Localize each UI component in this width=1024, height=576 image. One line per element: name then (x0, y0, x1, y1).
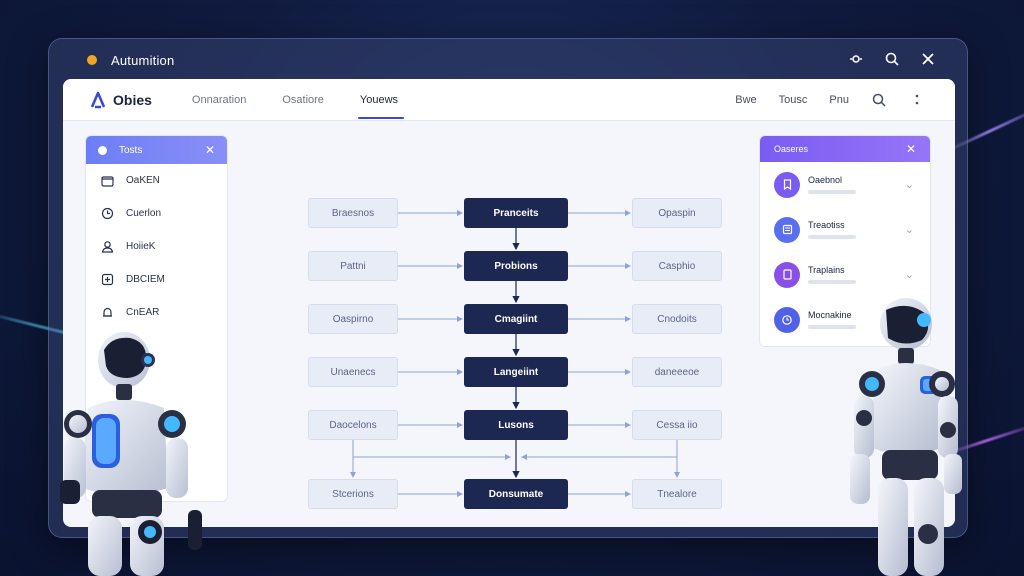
flow-node-output[interactable]: Opaspin (632, 198, 722, 228)
status-dot (87, 55, 97, 65)
close-icon[interactable]: ✕ (204, 143, 215, 157)
chevron-down-icon[interactable]: ⌄ (904, 224, 914, 236)
tab-osatiore[interactable]: Osatiore (282, 93, 324, 106)
flow-node-output[interactable]: Cnodoits (632, 304, 722, 334)
tab-youews[interactable]: Youews (357, 79, 405, 121)
panel-header: Oaseres ✕ (760, 136, 930, 162)
flow-node-process[interactable]: Langeiint (464, 357, 568, 387)
settings-icon[interactable] (847, 50, 865, 68)
window-controls (847, 50, 937, 68)
panel-title: Oaseres (774, 144, 809, 154)
sidebar-item-label: HoiieK (126, 241, 156, 252)
robot-illustration-right (850, 298, 962, 576)
close-icon[interactable] (919, 50, 937, 68)
sidebar-item-label: OaKEN (126, 175, 160, 186)
flow-node-input[interactable]: Oaspirno (308, 304, 398, 334)
clock-icon (774, 306, 800, 333)
sidebar-item-cuerlon[interactable]: Cuerlon (86, 197, 227, 230)
folder-icon (100, 174, 114, 188)
flow-node-process[interactable]: Lusons (464, 410, 568, 440)
sidebar-dot-icon (98, 145, 107, 155)
sidebar-item-dbciem[interactable]: DBCIEM (86, 263, 227, 296)
chevron-down-icon[interactable]: ⌄ (904, 269, 914, 281)
flow-node-input[interactable]: Pattni (308, 251, 398, 281)
sidebar-item-label: Cuerlon (126, 208, 162, 219)
panel-item-oaebnol[interactable]: Oaebnol ⌄ (760, 162, 930, 207)
sidebar-item-cnear[interactable]: CnEAR (86, 296, 227, 329)
panel-item-subtitle-placeholder (808, 325, 856, 329)
layers-icon (100, 273, 114, 287)
bell-icon (100, 306, 114, 320)
list-icon (774, 216, 800, 243)
panel-item-treaotiss[interactable]: Treaotiss ⌄ (760, 207, 930, 252)
flow-node-output[interactable]: Cessa iio (632, 410, 722, 440)
sidebar-item-oaken[interactable]: OaKEN (86, 164, 227, 197)
connector-merge-right (521, 440, 678, 460)
panel-item-title: Oaebnol (808, 175, 843, 185)
bookmark-icon (774, 171, 800, 198)
panel-item-subtitle-placeholder (808, 235, 856, 239)
flow-node-output[interactable]: Casphio (632, 251, 722, 281)
flow-node-output[interactable]: daneeeoe (632, 357, 722, 387)
panel-item-mocnakine[interactable]: Mocnakine (760, 297, 930, 342)
flow-node-input[interactable]: Unaenecs (308, 357, 398, 387)
tab-onnaration[interactable]: Onnaration (191, 93, 247, 106)
sidebar-item-label: DBCIEM (126, 274, 165, 285)
sidebar-item-label: CnEAR (126, 307, 160, 318)
search-icon[interactable] (871, 92, 887, 108)
clock-icon (100, 207, 114, 221)
flow-node-input[interactable]: Braesnos (308, 198, 398, 228)
panel-item-title: Traplains (808, 265, 845, 275)
connector-merge-left (352, 440, 511, 460)
navbar-right: Bwe Tousc Pnu (735, 79, 925, 121)
flow-node-process[interactable]: Cmagiint (464, 304, 568, 334)
panel-item-title: Mocnakine (808, 310, 852, 320)
chevron-down-icon[interactable]: ⌄ (904, 179, 914, 191)
flow-diagram-connectors (350, 210, 680, 497)
flow-node-process[interactable]: Pranceits (464, 198, 568, 228)
flow-node-process[interactable]: Probions (464, 251, 568, 281)
flow-node-process[interactable]: Donsumate (464, 479, 568, 509)
user-icon (100, 240, 114, 254)
sidebar-header: Tosts ✕ (86, 136, 227, 164)
brand-name: Obies (113, 91, 152, 108)
nav-link-bwe[interactable]: Bwe (735, 94, 757, 106)
flow-node-input[interactable]: Daocelons (308, 410, 398, 440)
flow-node-output[interactable]: Tnealore (632, 479, 722, 509)
robot-illustration-left (60, 332, 202, 576)
close-icon[interactable]: ✕ (905, 142, 916, 156)
nav-link-pnu[interactable]: Pnu (829, 94, 849, 106)
nav-link-tousc[interactable]: Tousc (778, 94, 808, 106)
sidebar-item-hoiiek[interactable]: HoiieK (86, 230, 227, 263)
window-title: Autumition (111, 52, 175, 68)
panel-item-subtitle-placeholder (808, 190, 856, 194)
brand-logo-icon (90, 91, 106, 108)
title-bar: Autumition (49, 39, 967, 81)
panel-item-subtitle-placeholder (808, 280, 856, 284)
search-icon[interactable] (883, 50, 901, 68)
more-vertical-icon[interactable] (909, 92, 925, 108)
flow-node-input[interactable]: Stcerions (308, 479, 398, 509)
sidebar-title: Tosts (119, 144, 143, 156)
panel-item-traplains[interactable]: Traplains ⌄ (760, 252, 930, 297)
panel-item-title: Treaotiss (808, 220, 845, 230)
brand[interactable]: Obies (89, 91, 152, 109)
document-icon (774, 261, 800, 288)
top-navbar: Obies Onnaration Osatiore Youews Bwe Tou… (63, 79, 955, 121)
